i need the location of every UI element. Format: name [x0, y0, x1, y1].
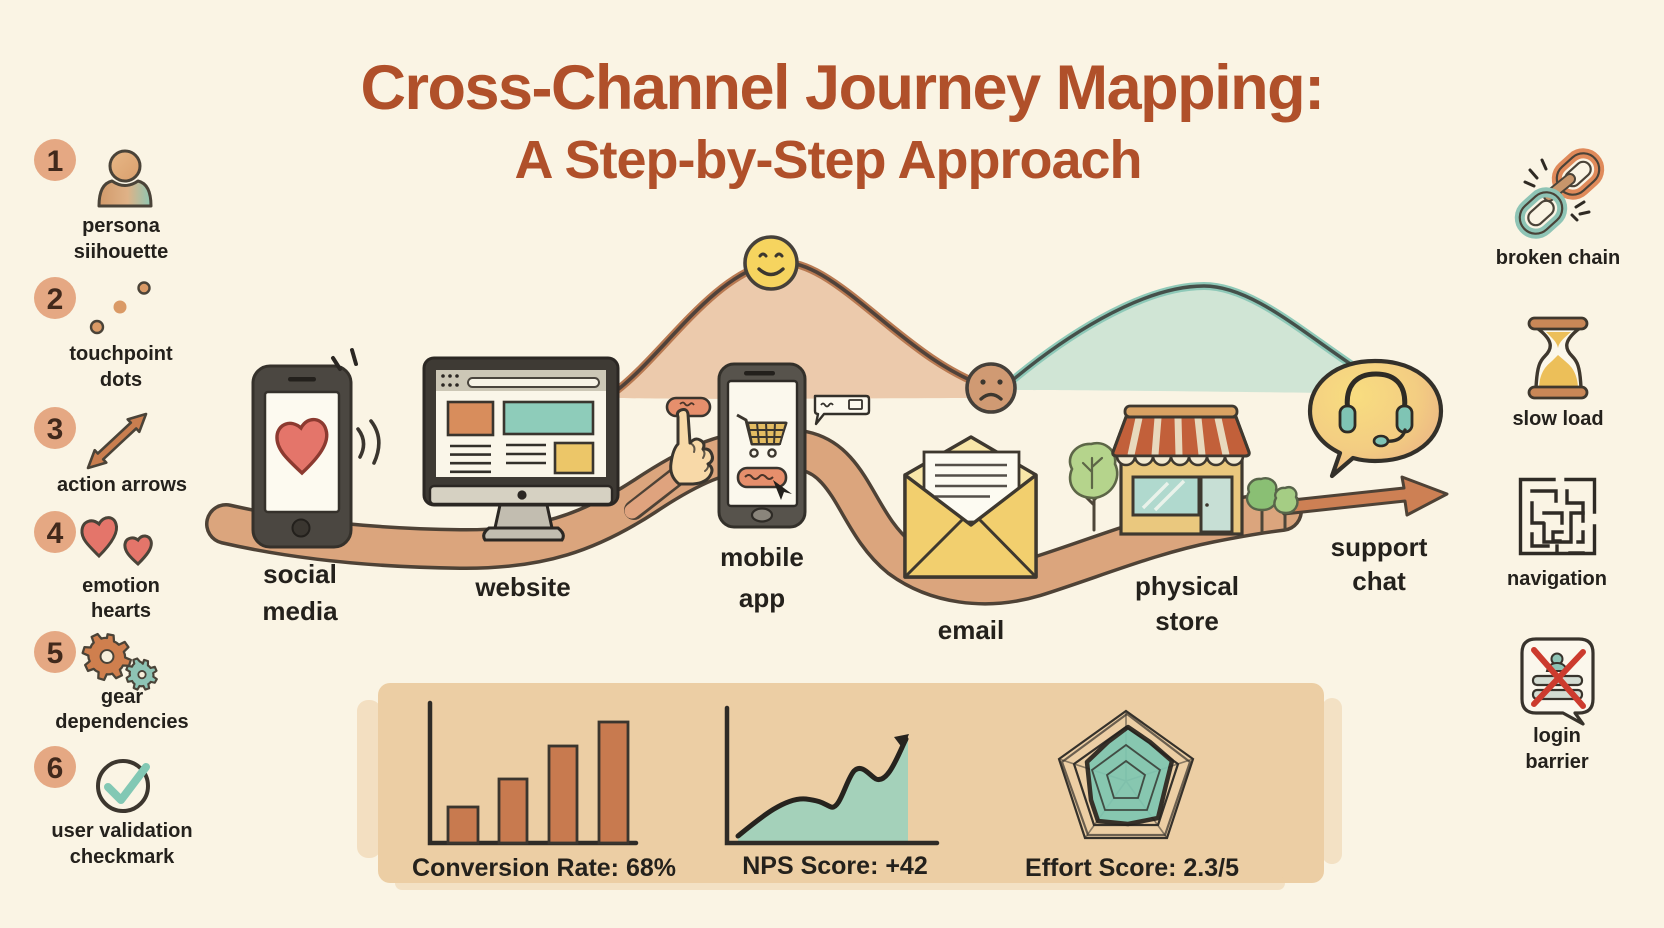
svg-text:support: support — [1331, 532, 1428, 562]
svg-text:app: app — [739, 583, 785, 613]
svg-text:4: 4 — [47, 517, 64, 550]
svg-text:barrier: barrier — [1525, 751, 1589, 773]
svg-text:checkmark: checkmark — [70, 846, 175, 868]
svg-text:broken chain: broken chain — [1496, 247, 1620, 269]
svg-text:emotion: emotion — [82, 575, 160, 597]
svg-text:6: 6 — [47, 752, 64, 785]
svg-text:3: 3 — [47, 413, 64, 446]
svg-text:website: website — [474, 572, 570, 602]
svg-text:gear: gear — [101, 686, 143, 708]
svg-text:chat: chat — [1352, 566, 1406, 596]
svg-text:action arrows: action arrows — [57, 474, 187, 496]
svg-text:touchpoint: touchpoint — [69, 343, 173, 365]
svg-text:dependencies: dependencies — [55, 711, 188, 733]
svg-text:store: store — [1155, 606, 1219, 636]
svg-text:email: email — [938, 615, 1005, 645]
svg-text:physical: physical — [1135, 571, 1239, 601]
svg-text:mobile: mobile — [720, 542, 804, 572]
svg-text:user validation: user validation — [51, 820, 192, 842]
svg-text:2: 2 — [47, 283, 64, 316]
svg-text:5: 5 — [47, 637, 64, 670]
svg-text:dots: dots — [100, 369, 142, 391]
svg-text:hearts: hearts — [91, 600, 151, 622]
svg-text:Cross-Channel Journey Mapping:: Cross-Channel Journey Mapping: — [360, 53, 1323, 123]
svg-text:Conversion Rate: 68%: Conversion Rate: 68% — [412, 854, 676, 882]
svg-text:navigation: navigation — [1507, 568, 1607, 590]
svg-text:persona: persona — [82, 215, 161, 237]
svg-text:A Step-by-Step Approach: A Step-by-Step Approach — [514, 130, 1141, 190]
svg-text:NPS Score: +42: NPS Score: +42 — [742, 852, 928, 880]
svg-text:slow load: slow load — [1512, 408, 1603, 430]
svg-text:social: social — [263, 559, 337, 589]
svg-text:login: login — [1533, 725, 1581, 747]
svg-text:siihouette: siihouette — [74, 241, 168, 263]
svg-text:Effort Score: 2.3/5: Effort Score: 2.3/5 — [1025, 854, 1239, 882]
svg-text:1: 1 — [47, 145, 64, 178]
svg-text:media: media — [262, 596, 338, 626]
